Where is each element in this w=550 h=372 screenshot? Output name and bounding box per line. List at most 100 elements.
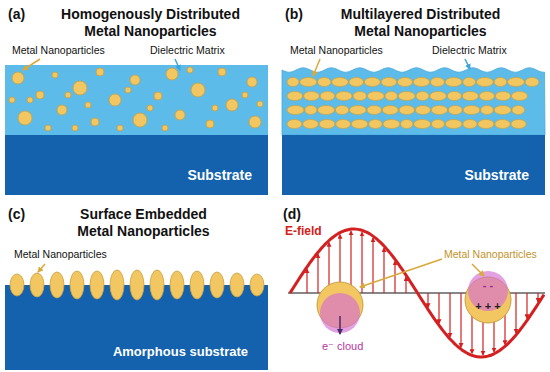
metal-nanoparticle <box>287 78 539 129</box>
metal-nanoparticle <box>463 120 477 129</box>
metal-nanoparticle <box>494 78 507 87</box>
metal-nanoparticle <box>212 105 218 111</box>
metal-nanoparticle <box>187 67 193 73</box>
metal-nanoparticle <box>65 92 71 98</box>
field-arrow <box>306 269 307 293</box>
leader-arrow <box>313 59 320 76</box>
metal-nanoparticle <box>431 106 447 115</box>
metal-nanoparticle <box>381 78 396 87</box>
embedded-nanoparticle <box>210 272 224 298</box>
metal-nanoparticle <box>85 102 91 108</box>
metal-nanoparticle <box>242 92 248 98</box>
field-arrow <box>307 231 538 355</box>
embedded-nanoparticle <box>250 274 264 296</box>
metal-nanoparticle <box>445 78 462 87</box>
panel-letter: (a) <box>8 6 25 23</box>
metal-nanoparticle <box>287 92 303 101</box>
field-arrow <box>383 248 384 293</box>
field-arrow <box>361 232 362 293</box>
metal-nanoparticle <box>413 78 429 87</box>
metal-nanoparticle <box>481 106 494 115</box>
metal-nanoparticle <box>305 106 317 115</box>
dielectric-matrix <box>282 68 545 135</box>
part-label: Dielectric Matrix <box>150 44 225 57</box>
metal-nanoparticle <box>133 113 147 127</box>
metal-nanoparticle <box>462 92 478 101</box>
metal-nanoparticle <box>27 97 33 103</box>
metal-nanoparticle <box>445 120 462 129</box>
metal-nanoparticle <box>247 77 257 87</box>
metal-nanoparticle <box>303 120 319 129</box>
metal-nanoparticle <box>430 78 444 87</box>
metal-nanoparticle <box>287 106 304 115</box>
metal-nanoparticle <box>479 92 494 101</box>
panel-letter: (c) <box>8 206 25 223</box>
metal-nanoparticle <box>300 78 317 87</box>
cloud-arrow <box>339 316 341 334</box>
panel-title: Multilayered Distributed Metal Nanoparti… <box>328 6 513 40</box>
metal-nanoparticle <box>369 120 383 129</box>
metal-nanoparticle <box>511 120 526 129</box>
embedded-nanoparticle <box>10 274 24 296</box>
part-label: Metal Nanoparticles <box>12 44 105 57</box>
metal-nanoparticle <box>9 67 263 131</box>
metal-nanoparticle <box>494 106 511 115</box>
metal-nanoparticle <box>332 78 349 87</box>
metal-nanoparticle <box>36 91 44 99</box>
metal-nanoparticle <box>353 92 367 101</box>
field-arrow <box>317 254 318 293</box>
metal-nanoparticle <box>507 78 524 87</box>
metal-nanoparticle <box>367 92 384 101</box>
metal-nanoparticle <box>162 125 168 131</box>
cloud-label: e⁻ cloud <box>322 340 363 353</box>
metal-nanoparticle <box>175 110 185 120</box>
metal-nanoparticle <box>96 68 104 76</box>
metal-nanoparticle <box>495 92 510 101</box>
embedded-nanoparticle <box>170 271 184 299</box>
metal-nanoparticle <box>52 72 58 78</box>
metal-nanoparticle <box>125 87 131 93</box>
metal-nanoparticle <box>249 116 261 128</box>
metal-nanoparticle <box>511 92 527 101</box>
embedded-nanoparticle <box>150 270 164 300</box>
metal-nanoparticle <box>109 94 121 106</box>
embedded-nanoparticle <box>30 273 44 297</box>
metal-nanoparticle <box>72 125 78 131</box>
metal-nanoparticle <box>448 106 462 115</box>
embedded-nanoparticle <box>190 271 204 299</box>
layer-label: Substrate <box>464 167 529 184</box>
embedded-nanoparticle <box>50 272 64 298</box>
metal-nanoparticle <box>525 78 539 87</box>
field-arrow <box>394 261 395 293</box>
field-label: E-field <box>284 224 323 238</box>
embedded-nanoparticle <box>230 273 244 297</box>
metal-nanoparticle <box>304 92 320 101</box>
field-arrow <box>515 293 516 333</box>
charge-sign: + + + <box>468 300 508 313</box>
metal-nanoparticle <box>495 120 510 129</box>
metal-nanoparticle <box>431 120 444 129</box>
metal-nanoparticle <box>117 125 123 131</box>
substrate-layer: Amorphous substrate <box>5 285 268 370</box>
metal-nanoparticle <box>478 120 494 129</box>
metal-nanoparticle <box>130 75 140 85</box>
layer-label: Amorphous substrate <box>113 344 248 360</box>
metal-nanoparticle <box>154 92 162 100</box>
metal-nanoparticle <box>397 78 412 87</box>
metal-nanoparticle <box>318 78 331 87</box>
metal-nanoparticle <box>399 106 415 115</box>
embedded-nanoparticle <box>10 270 264 300</box>
metal-nanoparticle <box>320 92 335 101</box>
field-arrow <box>438 293 439 323</box>
embedded-nanoparticle <box>110 270 124 300</box>
part-label: Metal Nanoparticles <box>444 248 537 261</box>
metal-nanoparticle <box>349 78 363 87</box>
field-arrow <box>460 293 461 347</box>
layer-label: Substrate <box>187 167 252 184</box>
metal-nanoparticle <box>385 92 397 101</box>
metal-nanoparticle <box>9 97 15 103</box>
substrate-layer: Substrate <box>282 135 545 195</box>
metal-nanoparticle <box>383 120 400 129</box>
metal-nanoparticle <box>257 101 263 107</box>
